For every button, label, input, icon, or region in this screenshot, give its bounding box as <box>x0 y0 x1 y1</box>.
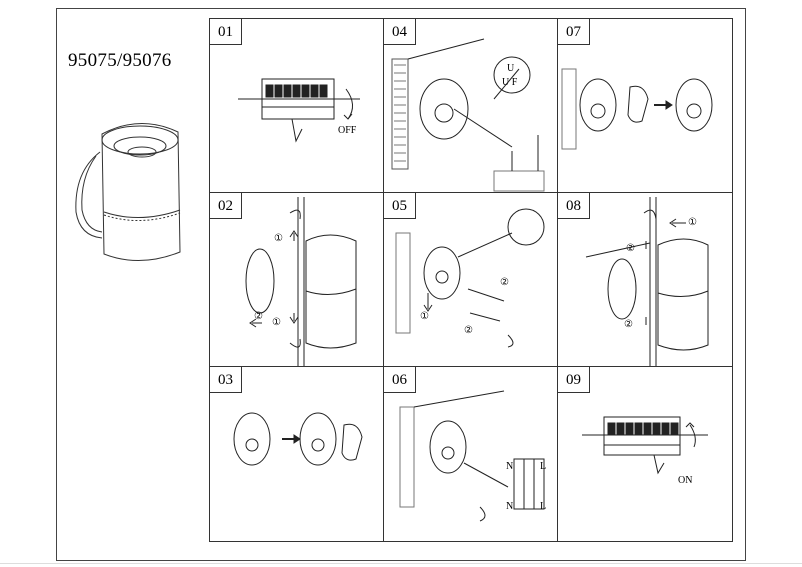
step-04-panel: 04 U U F <box>384 19 558 193</box>
off-label: OFF <box>338 125 357 136</box>
step-07-panel: 07 <box>558 19 732 193</box>
step-08-panel: 08 ① ② ② <box>558 193 732 367</box>
step-03-panel: 03 <box>210 367 384 541</box>
circled-2: ② <box>254 311 263 322</box>
circled-2-top: ② <box>500 277 509 288</box>
bottom-divider <box>0 563 802 564</box>
l-label-top: L <box>540 461 546 472</box>
wiring-illustration: U U F <box>391 38 545 192</box>
l-label-bottom: L <box>540 501 546 512</box>
circled-1: ① <box>420 311 429 322</box>
breaker-off-illustration: OFF <box>238 78 360 143</box>
step-number: 08 <box>558 193 590 219</box>
remove-cover-illustration: ① ① ② <box>245 197 357 366</box>
on-label: ON <box>678 475 692 486</box>
model-number: 95075/95076 <box>68 50 172 71</box>
step-09-panel: 09 ON <box>558 367 732 541</box>
circled-2-bottom: ② <box>624 319 633 330</box>
lamp-product-illustration <box>75 123 181 262</box>
step-number: 09 <box>558 367 590 393</box>
circled-1-top: ① <box>274 233 283 244</box>
connect-wires-illustration: N L N L <box>399 390 546 522</box>
step-02-panel: 02 ① ① ② <box>210 193 384 367</box>
step-number: 07 <box>558 19 590 45</box>
step-01-panel: 01 OFF <box>210 19 384 193</box>
step-05-panel: 05 ② ② ① <box>384 193 558 367</box>
icon-bottom-text: U F <box>502 77 518 88</box>
refit-cover-illustration: ① ② ② <box>585 197 709 366</box>
n-label-top: N <box>506 461 513 472</box>
breaker-on-illustration: ON <box>582 416 708 486</box>
circled-2-bottom: ② <box>464 325 473 336</box>
mount-base-illustration: ② ② ① <box>395 208 545 348</box>
icon-top-text: U <box>507 63 515 74</box>
step-number: 03 <box>210 367 242 393</box>
step-number: 05 <box>384 193 416 219</box>
step-number: 01 <box>210 19 242 45</box>
circled-1: ① <box>688 217 697 228</box>
circled-2-top: ② <box>626 243 635 254</box>
instruction-grid: 01 OFF <box>209 18 733 542</box>
attach-cover-illustration <box>561 68 713 150</box>
remove-inner-cover-illustration <box>233 412 363 466</box>
step-number: 04 <box>384 19 416 45</box>
page-frame <box>56 8 746 561</box>
n-label-bottom: N <box>506 501 513 512</box>
step-number: 06 <box>384 367 416 393</box>
step-06-panel: 06 N L N L <box>384 367 558 541</box>
step-number: 02 <box>210 193 242 219</box>
circled-1-bottom: ① <box>272 317 281 328</box>
